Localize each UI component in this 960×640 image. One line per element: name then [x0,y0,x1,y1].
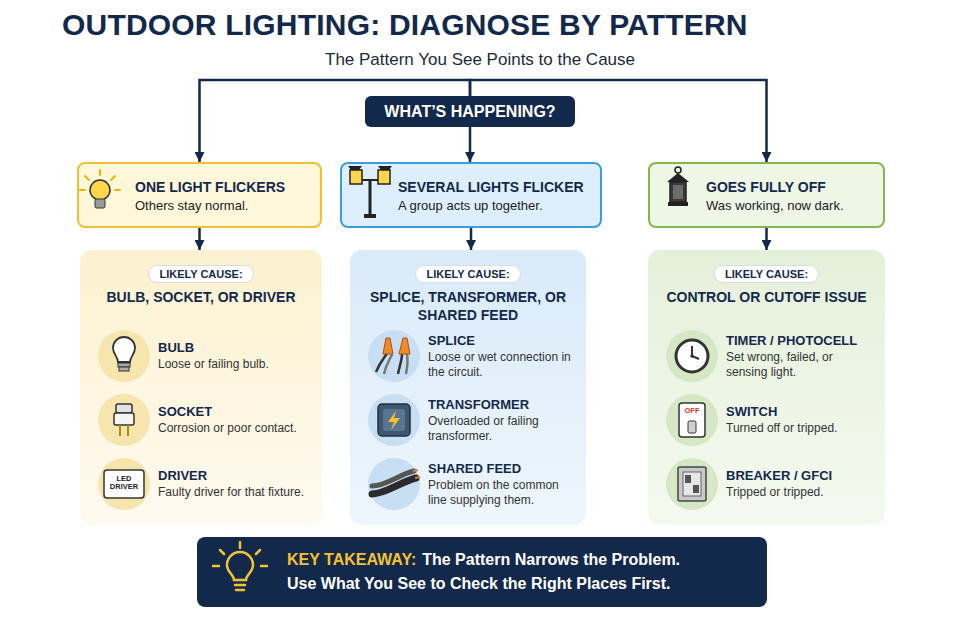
node-heading: SHARED FEED [428,461,574,476]
node-text: Tripped or tripped. [726,485,873,500]
node-heading: LIKELY CAUSE: [415,265,520,283]
icon-label: LED DRIVER [105,475,143,492]
node-heading: BULB [158,340,310,355]
node-heading: WHAT’S HAPPENING? [384,103,555,121]
node-heading: LIKELY CAUSE: [714,265,819,283]
flow-arrow [470,228,473,250]
flow-arrow [469,127,472,162]
node-text: The Pattern Narrows the Problem. [422,551,680,568]
subtitle-text: The Pattern You See Points to the Cause [0,50,960,70]
flow-arrow [765,228,768,250]
node-heading: KEY TAKEAWAY: [287,551,416,568]
cause-panel: SPLICE Loose or wet connection in the cir… [350,250,586,525]
node-text: Loose or wet connection in the circuit. [428,350,574,380]
node-text: Faulty driver for that fixture. [158,485,310,500]
node-text: Loose or failing bulb. [158,357,310,372]
node-heading: SWITCH [726,404,873,419]
cause-item: TIMER / PHOTOCELL Set wrong, failed, or s… [656,326,877,386]
node-heading: TRANSFORMER [428,397,574,412]
node-text: Use What You See to Check the Right Plac… [287,575,757,593]
cause-item: BULB Loose or failing bulb. [88,326,314,386]
node-text: Problem on the common line supplying the… [428,478,574,508]
node-heading: SEVERAL LIGHTS FLICKER [398,179,592,195]
flow-arrow [198,228,201,250]
node-text: Overloaded or failing transformer. [428,414,574,444]
title-text: OUTDOOR LIGHTING: DIAGNOSE BY PATTERN [62,8,748,42]
node-text: Others stay normal. [135,198,312,213]
node-heading: ONE LIGHT FLICKERS [135,179,312,195]
node-heading: SPLICE [428,333,574,348]
node-heading: BREAKER / GFCI [726,468,873,483]
node-text: Set wrong, failed, or sensing light. [726,350,873,380]
cause-item: SPLICE Loose or wet connection in the cir… [358,326,578,386]
node-text: Was working, now dark. [706,198,875,213]
node-heading: LIKELY CAUSE: [148,265,253,283]
node-heading: SOCKET [158,404,310,419]
node-heading: TIMER / PHOTOCELL [726,333,873,348]
node-text: SPLICE, TRANSFORMER, OR SHARED FEED [358,289,578,324]
cause-item: SOCKET Corrosion or poor contact. [88,390,314,450]
node-heading: DRIVER [158,468,310,483]
node-text: CONTROL OR CUTOFF ISSUE [656,289,877,307]
node-text: Corrosion or poor contact. [158,421,310,436]
node-text: Turned off or tripped. [726,421,873,436]
cause-item: SHARED FEED Problem on the common line su… [358,454,578,514]
takeaway-banner: KEY TAKEAWAY: The Pattern Narrows the Pro… [197,537,767,607]
cause-item: SWITCH Turned off or tripped. [656,390,877,450]
icon-label: OFF [680,407,704,415]
symptom-box: SEVERAL LIGHTS FLICKER A group acts up to… [340,162,602,228]
cause-item: BREAKER / GFCI Tripped or tripped. [656,454,877,514]
symptom-box: ONE LIGHT FLICKERS Others stay normal. [77,162,322,228]
cause-panel: TIMER / PHOTOCELL Set wrong, failed, or s… [648,250,885,525]
node-text: A group acts up together. [398,198,592,213]
node-text: BULB, SOCKET, OR DRIVER [88,289,314,307]
cause-item: TRANSFORMER Overloaded or failing transfo… [358,390,578,450]
symptom-box: GOES FULLY OFF Was working, now dark. [648,162,885,228]
question-pill: WHAT’S HAPPENING? [365,96,575,127]
node-heading: GOES FULLY OFF [706,179,875,195]
